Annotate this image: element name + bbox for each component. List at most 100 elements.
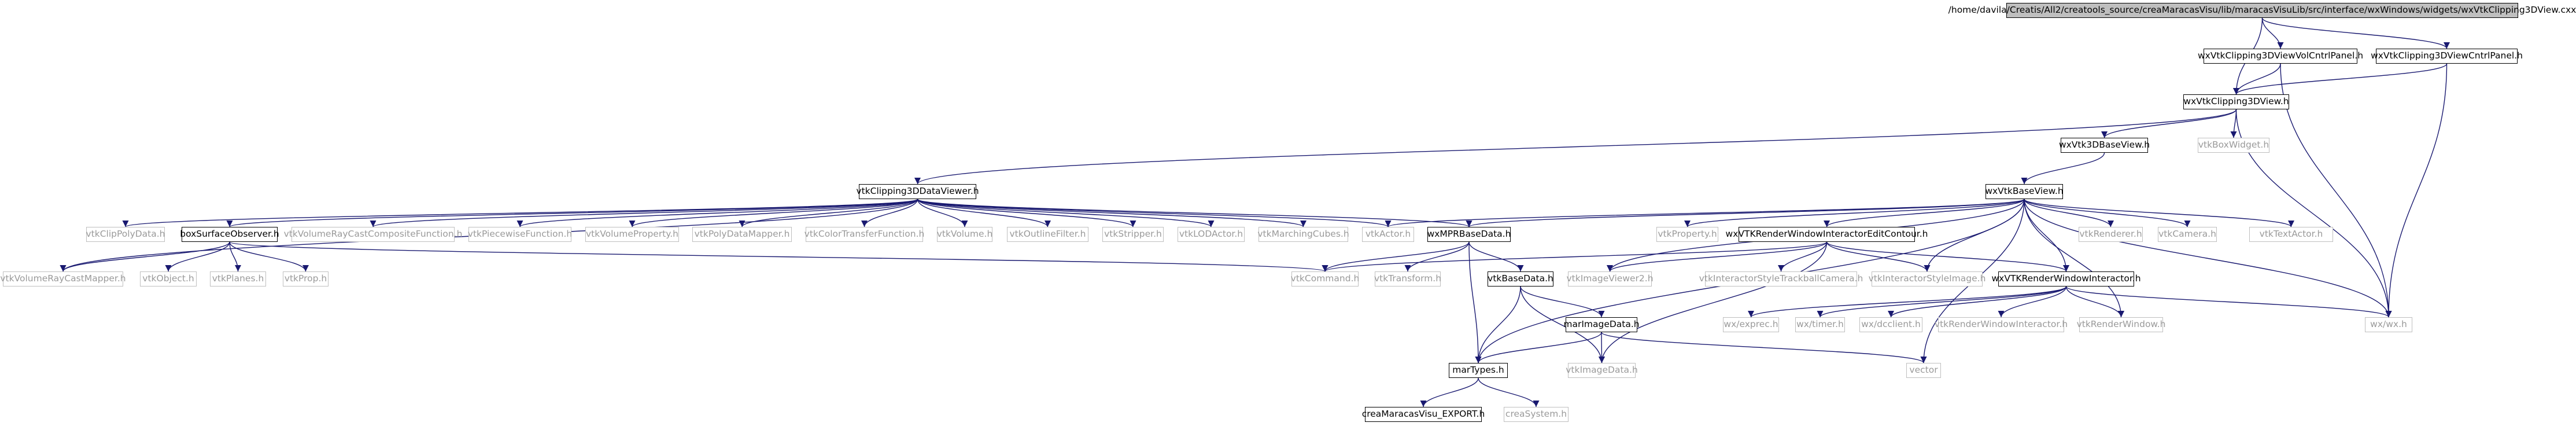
edge-basevtk-to-renderwindow [2024,199,2125,318]
node-martypes[interactable]: marTypes.h [1449,363,1508,378]
edge-editcontour-to-command [1322,241,1828,272]
node-trackball: vtkInteractorStyleTrackballCamera.h [1699,271,1863,287]
edge-editcontour-to-imageviewer2 [1607,241,1828,272]
edge-basedata-to-marimage [1520,286,1605,318]
node-volcntr[interactable]: wxVtkClipping3DViewVolCntrlPanel.h [2198,49,2363,64]
node-dataviewer[interactable]: vtkClipping3DDataViewer.h [856,184,979,199]
edge-boxsurface-to-object [165,241,230,272]
edge-basevtk-to-textactor [2024,199,2294,227]
node-system: creaSystem.h [1504,407,1569,422]
node-object: vtkObject.h [140,271,197,287]
node-command: vtkCommand.h [1291,271,1359,287]
node-export[interactable]: creaMaracasVisu_EXPORT.h [1362,407,1485,422]
edge-rwi-to-wxwx [2065,286,2392,318]
edge-dataviewer-to-lodactor [917,199,1215,227]
edge-basevtk-to-wxwx [2024,199,2392,318]
node-stripper: vtkStripper.h [1102,227,1164,242]
edge-dataviewer-to-piecewise [516,199,918,227]
node-exprec: wx/exprec.h [1723,317,1779,332]
node-volprop: vtkVolumeProperty.h [585,227,679,242]
edge-dataviewer-to-actor [917,199,1392,227]
edge-mprbase-to-command [1322,241,1470,272]
node-marimage[interactable]: marImageData.h [1563,317,1640,332]
node-base3d[interactable]: wxVtk3DBaseView.h [2059,138,2150,153]
node-basedata[interactable]: vtkBaseData.h [1488,271,1553,287]
edge-basevtk-to-renderer [2024,199,2114,227]
edge-basevtk-to-editcontour [1824,199,2025,227]
node-renderwindow: vtkRenderWindow.h [2077,317,2165,332]
edge-boxsurface-to-planes [229,241,242,272]
edge-editcontour-to-styleimage [1826,241,1931,272]
edge-dataviewer-to-raycastcomp [370,199,918,227]
edge-boxsurface-to-prop [229,241,309,272]
edge-clipview-to-dataviewer [914,109,2237,185]
edge-rwi-to-dcclient [1888,286,2067,318]
edge-dataviewer-to-colortf [861,199,918,227]
node-outline: vtkOutlineFilter.h [1007,227,1088,242]
node-piecewise: vtkPiecewiseFunction.h [468,227,572,242]
node-cntrpanel[interactable]: wxVtkClipping3DViewCntrlPanel.h [2371,49,2523,64]
edge-basevtk-to-actor [1385,199,2025,227]
edge-dataviewer-to-boxsurface [227,199,918,227]
edge-cntrpanel-to-clipview [2233,63,2448,95]
edge-base3d-to-basevtk [2021,152,2105,185]
edge-rwi-to-exprec [1748,286,2067,318]
node-imageviewer2: vtkImageViewer2.h [1566,271,1654,287]
edge-dataviewer-to-polymapper [739,199,918,227]
edge-dataviewer-to-stripper [917,199,1136,227]
node-renderer: vtkRenderer.h [2079,227,2143,242]
node-root[interactable]: /home/davila/Creatis/All2/creatools_sour… [1948,3,2576,18]
edge-mprbase-to-basedata [1468,241,1524,272]
edge-cntrpanel-to-wxwx [2385,63,2448,318]
node-transform: vtkTransform.h [1374,271,1441,287]
node-property: vtkProperty.h [1656,227,1718,242]
edge-dataviewer-to-marching [917,199,1307,227]
edge-boxsurface-to-command [229,241,1328,272]
edge-marimage-to-vector [1601,332,1927,363]
node-lodactor: vtkLODActor.h [1178,227,1245,242]
node-textactor: vtkTextActor.h [2249,227,2333,242]
node-editcontour[interactable]: wxVTKRenderWindowInteractorEditContour.h [1726,227,1928,242]
node-styleimage: vtkInteractorStyleImage.h [1869,271,1985,287]
edge-basevtk-to-camera [2024,199,2191,227]
edge-marimage-to-martypes [1475,332,1602,363]
node-raycastcomp: vtkVolumeRayCastCompositeFunction.h [284,227,462,242]
edge-dataviewer-to-volprop [629,199,918,227]
node-marching: vtkMarchingCubes.h [1257,227,1349,242]
node-volume: vtkVolume.h [937,227,992,242]
edge-dataviewer-to-volume [917,199,968,227]
edge-clipview-to-base3d [2101,109,2237,138]
node-wxwx: wx/wx.h [2365,317,2412,332]
edge-marimage-to-imagedata [1598,332,1606,363]
node-actor: vtkActor.h [1362,227,1414,242]
edge-martypes-to-system [1478,377,1540,407]
node-prop: vtkProp.h [283,271,329,287]
node-basevtk[interactable]: wxVtkBaseView.h [1985,184,2064,199]
node-mprbase[interactable]: wxMPRBaseData.h [1427,227,1511,242]
node-boxwidget: vtkBoxWidget.h [2198,138,2269,153]
node-vector: vector [1906,363,1941,378]
edge-root-to-cntrpanel [2261,17,2450,49]
node-raycastmapper: vtkVolumeRayCastMapper.h [0,271,126,287]
node-colortf: vtkColorTransferFunction.h [804,227,924,242]
node-clipview[interactable]: wxVtkClipping3DView.h [2183,94,2289,109]
edge-dataviewer-to-outline [917,199,1051,227]
edge-martypes-to-export [1420,377,1479,407]
edge-editcontour-to-rwi [1826,241,2069,272]
edge-root-to-volcntr [2261,17,2284,49]
node-timer: wx/timer.h [1795,317,1845,332]
node-rwi[interactable]: wxVTKRenderWindowInteractor.h [1991,271,2141,287]
edge-basedata-to-imagedata [1520,286,1606,363]
edge-mprbase-to-transform [1404,241,1470,272]
node-clippolydata: vtkClipPolyData.h [86,227,165,242]
edge-rwi-to-renderwindow [2065,286,2125,318]
node-vtkrwi: vtkRenderWindowInteractor.h [1935,317,2068,332]
edge-boxsurface-to-raycastmapper [60,241,230,272]
node-imagedata: vtkImageData.h [1566,363,1638,378]
node-camera: vtkCamera.h [2158,227,2217,242]
edge-rwi-to-vtkrwi [1998,286,2067,318]
edge-basedata-to-martypes [1475,286,1521,363]
node-boxsurface[interactable]: boxSurfaceObserver.h [180,227,279,242]
